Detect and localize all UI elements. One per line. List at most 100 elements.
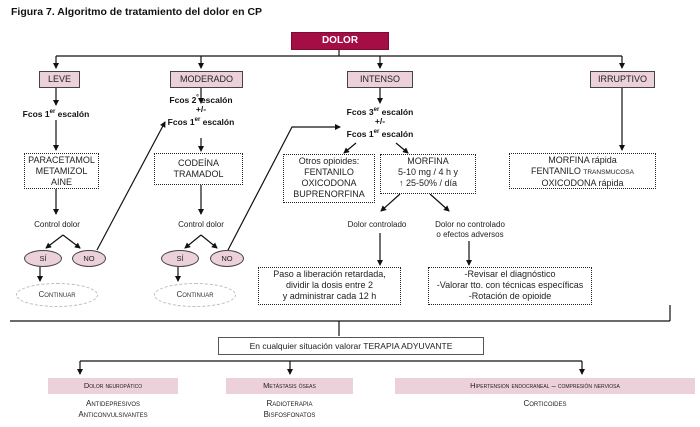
intenso-step-3: Fcos 3er escalón bbox=[340, 105, 420, 118]
step-text: escalón bbox=[200, 116, 235, 127]
arrow-up-icon: ↑ bbox=[398, 178, 404, 188]
step-text: escalón bbox=[198, 94, 233, 105]
leve-control-label: Control dolor bbox=[34, 220, 80, 229]
step-text: escalón bbox=[55, 108, 90, 119]
not-controlled-action-box: -Revisar el diagnóstico -Valorar tto. co… bbox=[428, 267, 592, 305]
drug-item: MORFINA rápida bbox=[510, 155, 655, 166]
moderado-step-2: Fcos 2º escalón bbox=[161, 93, 241, 106]
drug-item: PARACETAMOL bbox=[28, 155, 95, 165]
step-text: escalón bbox=[379, 106, 414, 117]
morfina-box: MORFINA 5-10 mg / 4 h y ↑ 25-50% / día bbox=[380, 154, 476, 194]
dose-increase-row: ↑ 25-50% / día bbox=[381, 178, 475, 189]
drug-item: OXICODONA bbox=[301, 178, 357, 188]
adjuvant-items-intracranial: Corticoides bbox=[395, 398, 695, 409]
leve-step: Fcos 1er escalón bbox=[16, 107, 96, 120]
drug-qualifier: TRANSMUCOSA bbox=[583, 169, 634, 176]
leve-yes-oval: SÍ bbox=[24, 250, 62, 267]
irruptivo-drugs-box: MORFINA rápida FENTANILO TRANSMUCOSA OXI… bbox=[509, 153, 656, 189]
drug-name: FENTANILO bbox=[531, 166, 581, 176]
adjuvant-therapy-box: En cualquier situación valorar TERAPIA A… bbox=[218, 337, 484, 355]
arrow-intenso-morfina bbox=[395, 142, 409, 154]
arrow-intenso-other bbox=[343, 142, 357, 154]
moderado-yes-oval: SÍ bbox=[161, 250, 199, 267]
adjuvant-item: Anticonvulsivantes bbox=[78, 410, 148, 419]
drug-item: METAMIZOL bbox=[35, 166, 88, 176]
adjuvant-item: Radioterapia bbox=[266, 399, 313, 408]
drug-name: MORFINA bbox=[548, 155, 590, 165]
drug-item: OXICODONA rápida bbox=[510, 178, 655, 189]
moderado-no-oval: NO bbox=[210, 250, 244, 267]
figure-title: Figura 7. Algoritmo de tratamiento del d… bbox=[11, 6, 262, 18]
step-sup: er bbox=[194, 117, 201, 123]
action-line: -Rotación de opioide bbox=[468, 291, 552, 301]
step-text: Fcos 1 bbox=[22, 108, 50, 119]
drug-item: FENTANILO TRANSMUCOSA bbox=[510, 166, 655, 178]
drug-item: TRAMADOL bbox=[173, 169, 224, 179]
adjuvant-item: Antidepresivos bbox=[85, 399, 140, 408]
moderado-plusminus: +/- bbox=[195, 104, 207, 114]
arrow-morfina-notcontrolled bbox=[429, 193, 450, 212]
dose-text: 25-50% / día bbox=[405, 178, 458, 188]
adjuvant-item: Bisfosfonatos bbox=[263, 410, 316, 419]
intenso-step-1: Fcos 1er escalón bbox=[340, 127, 420, 140]
arrow-leve-no bbox=[62, 234, 81, 249]
root-node-dolor: DOLOR bbox=[291, 32, 389, 50]
step-text: Fcos 3 bbox=[346, 106, 374, 117]
action-line: -Valorar tto. con técnicas específicas bbox=[436, 280, 584, 290]
moderado-drugs-box: CODEÍNA TRAMADOL bbox=[154, 153, 243, 185]
leve-continue-oval: Continuar bbox=[16, 283, 98, 307]
category-irruptivo: IRRUPTIVO bbox=[590, 71, 655, 88]
adjuvant-items-neuropathic: Antidepresivos Anticonvulsivantes bbox=[48, 398, 178, 420]
category-intenso: INTENSO bbox=[347, 71, 413, 88]
action-line: Paso a liberación retardada, bbox=[273, 269, 386, 279]
other-opioids-box: Otros opioides: FENTANILO OXICODONA BUPR… bbox=[283, 154, 375, 203]
adjuvant-items-bone-mets: Radioterapia Bisfosfonatos bbox=[226, 398, 353, 420]
moderado-continue-oval: Continuar bbox=[154, 283, 236, 307]
step-text: Fcos 2 bbox=[169, 94, 197, 105]
arrow-moderado-no bbox=[200, 234, 218, 249]
adjuvant-category-intracranial: Hipertension endocraneal – compresión ne… bbox=[395, 378, 695, 394]
drug-item: AINE bbox=[50, 177, 72, 187]
step-text: Fcos 1 bbox=[346, 128, 374, 139]
step-sup: er bbox=[373, 129, 380, 135]
drug-item: FENTANILO bbox=[304, 167, 354, 177]
arrow-morfina-controlled bbox=[380, 193, 401, 212]
action-line: -Revisar el diagnóstico bbox=[464, 269, 556, 279]
adjuvant-category-bone-mets: Metástasis óseas bbox=[226, 378, 353, 394]
action-line: dividir la dosis entre 2 bbox=[285, 280, 374, 290]
category-moderado: MODERADO bbox=[170, 71, 243, 88]
arrow-moderado-no-escalate bbox=[227, 124, 341, 251]
step-sup: º bbox=[196, 95, 199, 101]
arrow-leve-no-escalate bbox=[96, 121, 166, 251]
drug-name: OXICODONA bbox=[541, 178, 596, 188]
moderado-control-label: Control dolor bbox=[178, 220, 224, 229]
intenso-plusminus: +/- bbox=[374, 116, 386, 126]
drug-item: CODEÍNA bbox=[177, 158, 219, 168]
figure-number: Figura 7. bbox=[11, 6, 55, 18]
figure-caption: Algoritmo de tratamiento del dolor en CP bbox=[57, 6, 263, 18]
step-sup: er bbox=[49, 109, 56, 115]
drug-qualifier: rápida bbox=[591, 155, 617, 165]
action-line: y administrar cada 12 h bbox=[282, 291, 377, 301]
dose-text: 5-10 mg / 4 h y bbox=[397, 167, 459, 177]
moderado-step-1: Fcos 1er escalón bbox=[161, 115, 241, 128]
leve-drugs-box: PARACETAMOL METAMIZOL AINE bbox=[24, 153, 99, 189]
drug-item: Otros opioides: bbox=[298, 156, 360, 166]
adjuvant-item: Corticoides bbox=[523, 399, 567, 408]
not-controlled-label: Dolor no controlado o efectos adversos bbox=[427, 220, 513, 240]
drug-item: MORFINA bbox=[407, 156, 449, 166]
label-line: o efectos adversos bbox=[436, 230, 504, 239]
step-text: Fcos 1 bbox=[167, 116, 195, 127]
adjuvant-category-neuropathic: Dolor neuropático bbox=[48, 378, 178, 394]
arrow-leve-si bbox=[45, 234, 64, 249]
category-leve: LEVE bbox=[39, 71, 80, 88]
step-text: escalón bbox=[379, 128, 414, 139]
step-sup: er bbox=[373, 107, 380, 113]
controlled-label: Dolor controlado bbox=[347, 220, 407, 229]
leve-no-oval: NO bbox=[72, 250, 106, 267]
label-line: Dolor no controlado bbox=[435, 220, 505, 229]
controlled-action-box: Paso a liberación retardada, dividir la … bbox=[258, 267, 401, 305]
arrow-moderado-si bbox=[184, 234, 202, 249]
drug-item: BUPRENORFINA bbox=[293, 189, 365, 199]
